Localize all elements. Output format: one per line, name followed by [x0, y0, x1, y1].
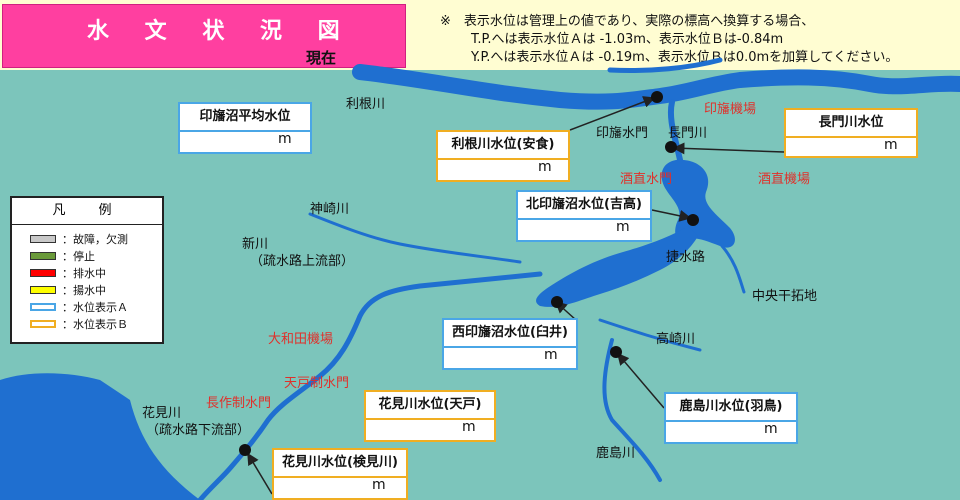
legend-label: ：排水中 [62, 267, 106, 280]
tone-river [352, 64, 960, 110]
header-bar: 水 文 状 況 図 現在 ※ 表示水位は管理上の値であり、実際の標高へ換算する場… [0, 0, 960, 70]
legend-swatch-level-a [30, 303, 56, 311]
legend-item-pumping: ：揚水中 [12, 282, 162, 299]
label-inba-gate: 印旛水門 [596, 126, 649, 141]
kanzaki-river [308, 212, 522, 264]
gauge-inba-average: 印旛沼平均水位 m [178, 102, 312, 154]
label-takasaki-river: 高崎川 [656, 332, 696, 347]
gauge-point-usui [551, 296, 563, 308]
legend-label: ：揚水中 [62, 284, 106, 297]
legend-item-fault: ：故障，欠測 [12, 231, 162, 248]
legend-swatch-stopped [30, 252, 56, 260]
label-sakenao-pump: 酒直機場 [758, 172, 811, 187]
gauge-title: 印旛沼平均水位 [180, 104, 310, 132]
label-tendo-gate: 天戸制水門 [284, 376, 350, 391]
gauge-unit: m [764, 421, 778, 437]
gauge-unit: m [372, 477, 386, 493]
gauge-unit: m [538, 159, 552, 175]
gauge-nagato-river: 長門川水位 m [784, 108, 918, 158]
gauge-kashima-hatori: 鹿島川水位(羽鳥) m [664, 392, 798, 444]
gauge-tone-anjiki: 利根川水位(安食) m [436, 130, 570, 182]
legend: 凡 例 ：故障，欠測 ：停止 ：排水中 ：揚水中 ：水位表示Ａ ：水位表示Ｂ [10, 196, 164, 344]
legend-item-level-b: ：水位表示Ｂ [12, 316, 162, 333]
label-inba-pump: 印旛機場 [704, 102, 757, 117]
gauge-title: 利根川水位(安食) [438, 132, 568, 160]
label-owada-pump: 大和田機場 [268, 332, 334, 347]
gauge-north-inba-yoshitaka: 北印旛沼水位(吉高) m [516, 190, 652, 242]
takasaki-river [598, 318, 702, 352]
page-title: 水 文 状 況 図 [87, 19, 354, 44]
label-tone-river: 利根川 [346, 97, 386, 112]
label-chuo-kantaku: 中央干拓地 [752, 289, 818, 304]
label-kanzaki-river: 神崎川 [310, 202, 350, 217]
gauge-hanami-kemigawa: 花見川水位(検見川) m [272, 448, 408, 500]
nagato-river [668, 99, 683, 163]
legend-title: 凡 例 [12, 198, 162, 225]
north-inba-lake [661, 159, 735, 248]
gauge-point-hatori [610, 346, 622, 358]
note-line-2: T.P.へは表示水位Ａは -1.03m、表示水位Ｂは-0.84m [471, 32, 784, 47]
gauge-hanami-tendo: 花見川水位(天戸) m [364, 390, 496, 442]
note-line-1: ※ 表示水位は管理上の値であり、実際の標高へ換算する場合、 [440, 14, 815, 29]
legend-swatch-draining [30, 269, 56, 277]
legend-item-stopped: ：停止 [12, 248, 162, 265]
label-josui-ro: 捷水路 [666, 250, 706, 265]
gauge-unit: m [278, 131, 292, 147]
gauge-point-anjiki [651, 91, 663, 103]
gauge-title: 鹿島川水位(羽鳥) [666, 394, 796, 422]
gauge-title: 長門川水位 [786, 110, 916, 138]
gauge-title: 花見川水位(検見川) [274, 450, 406, 478]
label-kashima-river: 鹿島川 [596, 446, 636, 461]
gauge-unit: m [462, 419, 476, 435]
legend-label: ：水位表示Ａ [62, 301, 128, 314]
legend-label: ：故障，欠測 [62, 233, 128, 246]
legend-label: ：停止 [62, 250, 95, 263]
gauge-unit: m [884, 137, 898, 153]
gauge-title: 西印旛沼水位(臼井) [444, 320, 576, 348]
legend-item-draining: ：排水中 [12, 265, 162, 282]
gauge-point-yoshitaka [687, 214, 699, 226]
label-nagasaku-gate: 長作制水門 [206, 396, 272, 411]
label-shinkawa-sub: （疏水路上流部） [250, 254, 355, 269]
legend-swatch-fault [30, 235, 56, 243]
gauge-point-kemigawa [239, 444, 251, 456]
note-line-3: Y.P.へは表示水位Ａは -0.19m、表示水位Ｂは0.0mを加算してください。 [471, 50, 899, 65]
label-sakenao-gate: 酒直水門 [620, 172, 673, 187]
label-hanami-river: 花見川 [142, 406, 182, 421]
gauge-west-inba-usui: 西印旛沼水位(臼井) m [442, 318, 578, 370]
gauge-title: 北印旛沼水位(吉高) [518, 192, 650, 220]
legend-label: ：水位表示Ｂ [62, 318, 128, 331]
tone-river-north [607, 57, 723, 74]
gauge-title: 花見川水位(天戸) [366, 392, 494, 420]
west-inba-lake [536, 226, 698, 307]
label-shinkawa: 新川 [242, 237, 269, 252]
legend-swatch-pumping [30, 286, 56, 294]
legend-item-level-a: ：水位表示Ａ [12, 299, 162, 316]
gauge-unit: m [616, 219, 630, 235]
shinkawa [197, 271, 543, 500]
label-nagato-river: 長門川 [668, 126, 708, 141]
legend-swatch-level-b [30, 320, 56, 328]
kashima-river [602, 338, 662, 482]
chuo-channel [720, 244, 746, 294]
gauge-point-nagato [665, 141, 677, 153]
label-hanami-sub: （疏水路下流部） [146, 423, 251, 438]
tokyo-bay [0, 373, 200, 500]
title-box: 水 文 状 況 図 現在 [2, 4, 406, 68]
page-subtitle: 現在 [306, 49, 337, 67]
gauge-unit: m [544, 347, 558, 363]
